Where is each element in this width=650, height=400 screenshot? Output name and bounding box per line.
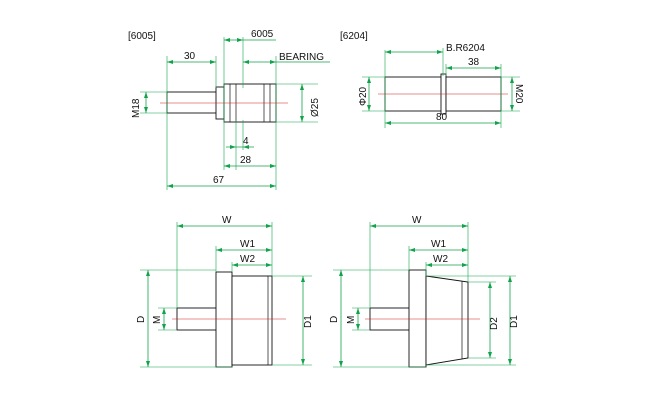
roller-body [231, 275, 273, 366]
dimension-m: M [152, 316, 163, 324]
dimension-d: D [136, 316, 147, 323]
dimension-w1: W1 [240, 239, 255, 250]
dimension-w: W [412, 215, 422, 226]
flange [215, 271, 233, 368]
dimension-m: M [346, 316, 357, 324]
dimension-w2: W2 [433, 254, 448, 265]
dimension-4: 4 [243, 136, 249, 147]
threaded-shaft-m18 [166, 91, 218, 114]
dimension-38: 38 [468, 57, 480, 68]
dimension-w1: W1 [431, 239, 446, 250]
figure-tapered-roller: W W1 W2 D M D2 D1 [329, 215, 520, 368]
dimension-d2: D2 [489, 317, 500, 330]
dimension-m18: M18 [131, 98, 142, 118]
dimension-67: 67 [213, 175, 225, 186]
figure-6204: [6204] B.R6204 38 Φ20 M20 [340, 31, 524, 128]
flange [408, 269, 427, 368]
dimension-phi20: Φ20 [358, 86, 369, 106]
dimension-d: D [329, 316, 340, 323]
dimension-d1: D1 [303, 315, 314, 328]
figure-6005: [6005] 30 6005 BEA [128, 29, 330, 190]
dimension-30: 30 [184, 51, 196, 62]
dimension-d25: Ø25 [310, 98, 321, 117]
figure-6005-tag: [6005] [128, 31, 156, 42]
figure-6204-tag: [6204] [340, 31, 368, 42]
dimension-w2: W2 [240, 254, 255, 265]
dimension-w: W [222, 215, 232, 226]
dimension-28: 28 [240, 155, 252, 166]
dimension-m20: M20 [513, 84, 524, 104]
bearing-r6204-label: B.R6204 [446, 43, 485, 54]
bearing-label: BEARING [279, 52, 324, 63]
dimension-d1: D1 [509, 315, 520, 328]
figure-cylindrical-roller: W W1 W2 D M D1 [136, 215, 314, 368]
dimension-80: 80 [436, 112, 448, 123]
dimension-6005: 6005 [251, 29, 274, 40]
